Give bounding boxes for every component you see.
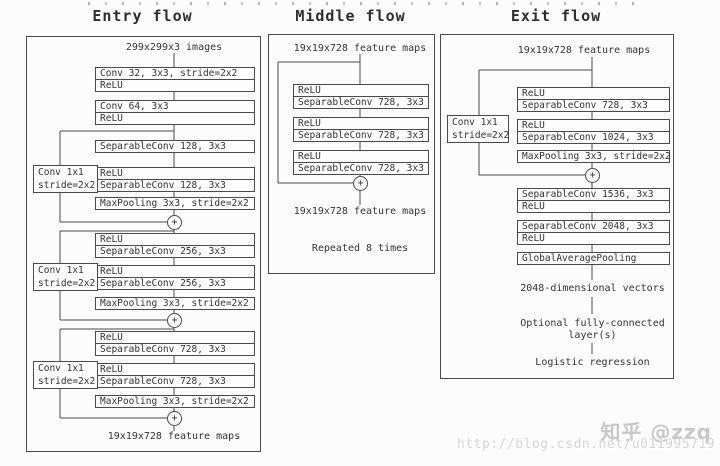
exit-block-globalavgpool: GlobalAveragePooling [517,252,670,265]
layer-label: SeparableConv 256, 3x3 [96,245,254,257]
exit-block-maxpool: MaxPooling 3x3, stride=2x2 [517,150,671,163]
layer-label: SeparableConv 256, 3x3 [96,277,254,289]
add-merge-icon: + [167,313,182,328]
entry-flow-panel [26,36,261,452]
layer-label: ReLU [96,112,254,124]
layer-label: ReLU [298,151,321,162]
entry-block-sepconv728a: ReLU SeparableConv 728, 3x3 [95,331,255,356]
add-merge-icon: + [167,215,182,230]
entry-block-sepconv128a: SeparableConv 128, 3x3 [95,140,255,153]
layer-label: ReLU [518,232,669,244]
entry-block-sepconv256b: ReLU SeparableConv 256, 3x3 [95,265,255,290]
layer-label: stride=2x2 [38,180,96,191]
layer-label: ReLU [100,332,123,343]
layer-label: ReLU [298,118,321,129]
entry-block-sepconv728b: ReLU SeparableConv 728, 3x3 [95,363,255,388]
layer-label: ReLU [100,364,123,375]
layer-label: ReLU [522,88,545,99]
middle-flow-title: Middle flow [295,7,406,25]
entry-skip-conv1x1-box-2: Conv 1x1 stride=2x2 [33,263,98,291]
layer-label: ReLU [298,85,321,96]
entry-block-sepconv256a: ReLU SeparableConv 256, 3x3 [95,233,255,258]
cropped-text-remnant [88,2,644,5]
layer-label: SeparableConv 128, 3x3 [100,141,226,152]
exit-flow-panel [440,34,674,379]
middle-repeat-note: Repeated 8 times [311,243,409,254]
exit-block-sepconv1536: SeparableConv 1536, 3x3 ReLU [517,188,670,213]
exit-logistic-label: Logistic regression [535,357,650,368]
exit-flow-title: Exit flow [510,7,602,25]
exit-fc-label-line1: Optional fully-connected [520,318,665,329]
middle-block-sepconv728-1: ReLU SeparableConv 728, 3x3 [293,84,429,109]
layer-label: Conv 1x1 [38,167,84,178]
exit-block-sepconv1024: ReLU SeparableConv 1024, 3x3 [517,119,670,144]
entry-block-maxpool1: MaxPooling 3x3, stride=2x2 [95,197,255,210]
layer-label: SeparableConv 2048, 3x3 [522,221,654,232]
middle-flow-panel [268,34,435,274]
layer-label: MaxPooling 3x3, stride=2x2 [100,396,249,407]
layer-label: MaxPooling 3x3, stride=2x2 [522,151,671,162]
layer-label: ReLU [100,266,123,277]
entry-output-shape-label: 19x19x728 feature maps [107,431,241,442]
exit-fc-label-line2: layer(s) [568,330,617,341]
entry-block-maxpool3: MaxPooling 3x3, stride=2x2 [95,395,255,408]
layer-label: Conv 1x1 [38,265,84,276]
layer-label: ReLU [518,200,669,212]
layer-label: ReLU [96,79,254,91]
layer-label: stride=2x2 [38,376,96,387]
middle-input-shape-label: 19x19x728 feature maps [293,43,427,54]
layer-label: stride=2x2 [38,278,96,289]
layer-label: MaxPooling 3x3, stride=2x2 [100,198,249,209]
middle-block-sepconv728-2: ReLU SeparableConv 728, 3x3 [293,117,429,142]
entry-flow-title: Entry flow [92,7,193,25]
layer-label: MaxPooling 3x3, stride=2x2 [100,298,249,309]
layer-label: ReLU [522,120,545,131]
layer-label: Conv 32, 3x3, stride=2x2 [100,68,238,79]
csdn-url-watermark: http://blog.csdn.net/u011995719 [457,437,716,452]
zhihu-watermark: 知乎 @zzq [600,420,712,444]
entry-skip-conv1x1-box-3: Conv 1x1 stride=2x2 [33,361,98,389]
layer-label: SeparableConv 728, 3x3 [96,375,254,387]
entry-skip-conv1x1-box-1: Conv 1x1 stride=2x2 [33,165,98,193]
entry-block-conv64: Conv 64, 3x3 ReLU [95,100,255,125]
exit-input-shape-label: 19x19x728 feature maps [517,45,651,56]
add-merge-icon: + [353,176,368,191]
layer-label: ReLU [100,234,123,245]
layer-label: SeparableConv 728, 3x3 [294,129,428,141]
layer-label: SeparableConv 728, 3x3 [294,162,428,174]
exit-block-sepconv2048: SeparableConv 2048, 3x3 ReLU [517,220,670,245]
entry-block-maxpool2: MaxPooling 3x3, stride=2x2 [95,297,255,310]
exit-skip-conv1x1-box: Conv 1x1 stride=2x2 [447,115,509,143]
exit-vectors-label: 2048-dimensional vectors [520,283,665,294]
layer-label: SeparableConv 1536, 3x3 [522,189,654,200]
layer-label: Conv 1x1 [38,363,84,374]
add-merge-icon: + [167,411,182,426]
entry-block-sepconv128b: ReLU SeparableConv 128, 3x3 [95,167,255,192]
entry-block-conv32: Conv 32, 3x3, stride=2x2 ReLU [95,67,255,92]
middle-output-shape-label: 19x19x728 feature maps [293,206,427,217]
layer-label: ReLU [100,168,123,179]
middle-block-sepconv728-3: ReLU SeparableConv 728, 3x3 [293,150,429,175]
layer-label: GlobalAveragePooling [522,253,637,264]
layer-label: Conv 1x1 [452,117,498,128]
add-merge-icon: + [585,168,600,183]
layer-label: SeparableConv 728, 3x3 [294,96,428,108]
layer-label: Conv 64, 3x3 [100,101,169,112]
layer-label: SeparableConv 728, 3x3 [96,343,254,355]
layer-label: stride=2x2 [452,130,510,141]
layer-label: SeparableConv 728, 3x3 [518,99,669,111]
layer-label: SeparableConv 1024, 3x3 [518,131,669,143]
layer-label: SeparableConv 128, 3x3 [96,179,254,191]
entry-input-shape-label: 299x299x3 images [125,42,223,53]
exit-block-sepconv728: ReLU SeparableConv 728, 3x3 [517,87,670,112]
